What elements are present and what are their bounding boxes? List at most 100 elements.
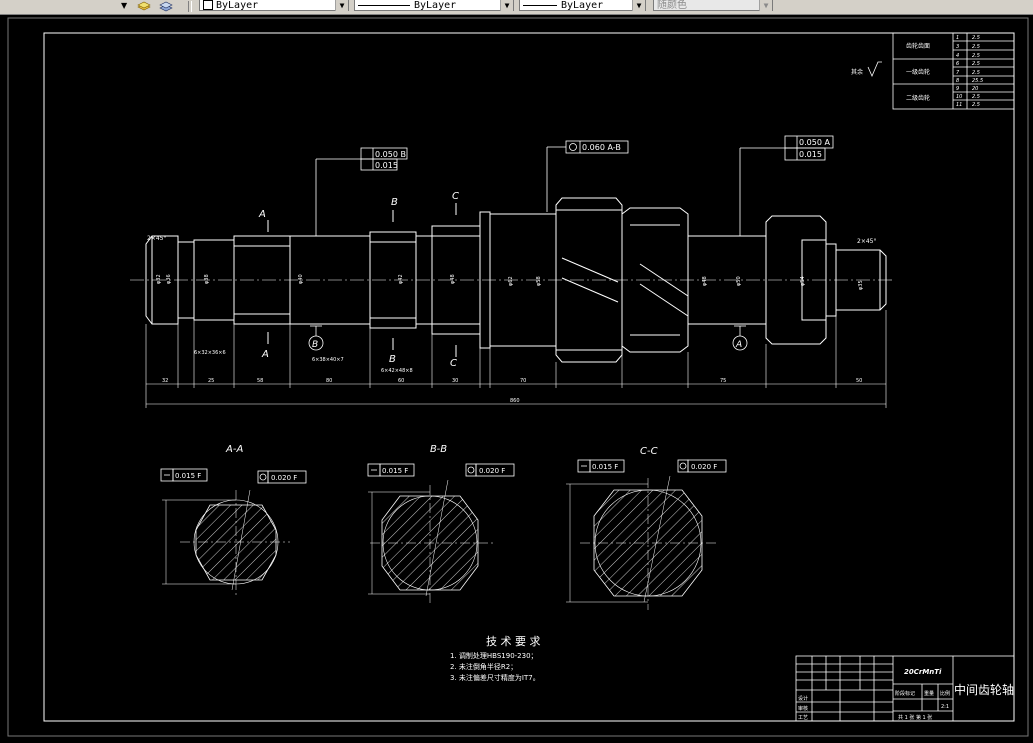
section-label-b-top: B	[391, 197, 398, 208]
svg-text:32: 32	[162, 378, 168, 384]
title-part-name: 中间齿轮轴	[954, 682, 1014, 697]
svg-text:80: 80	[326, 378, 332, 384]
total-length: 860	[510, 398, 520, 404]
svg-text:φ32: φ32	[156, 274, 162, 284]
svg-text:φ48: φ48	[450, 274, 456, 284]
svg-text:2.5: 2.5	[972, 70, 980, 76]
layers-icon[interactable]	[137, 0, 151, 12]
svg-text:φ40: φ40	[298, 274, 304, 284]
roughness-row3: 二级齿轮	[906, 94, 930, 102]
datum-symbol-right	[732, 325, 748, 351]
datum-left-label: B	[312, 340, 318, 350]
section-aa-title: A-A	[225, 444, 243, 455]
svg-text:2.5: 2.5	[972, 44, 980, 50]
color-combo[interactable]: ByLayer ▼	[199, 0, 349, 11]
title-material: 20CrMnTi	[904, 668, 942, 676]
title-check: 审核	[798, 705, 808, 712]
svg-text:25.5: 25.5	[972, 78, 983, 84]
tolerance-right-runout: 0.050 A	[799, 138, 830, 147]
roughness-row1: 齿轮齿面	[906, 42, 930, 50]
title-scale-value: 2:1	[941, 704, 949, 710]
svg-text:φ36: φ36	[166, 274, 172, 284]
tolerance-right-cyl: 0.015	[799, 150, 822, 159]
section-cc-pos: 0.020 F	[691, 463, 717, 471]
section-aa-flat: 0.015 F	[175, 472, 201, 480]
datum-right-label: A	[735, 340, 742, 350]
datum-symbol-left	[308, 325, 324, 351]
dropdown-arrow-icon[interactable]: ▼	[121, 1, 128, 10]
layer-properties-icon[interactable]	[159, 0, 173, 12]
tolerance-frame-mid	[546, 140, 629, 212]
lineweight-combo[interactable]: ByLayer ▼	[519, 0, 646, 11]
properties-toolbar: ▼ ByLayer ▼ ByLayer ▼ ByLayer ▼ 随颜色 ▼	[0, 0, 1033, 15]
title-stage-label: 阶段标记	[895, 690, 915, 697]
roughness-symbol-icon	[867, 61, 882, 77]
plotstyle-combo-value: 随颜色	[657, 0, 687, 11]
section-bb-title: B-B	[430, 444, 447, 455]
svg-text:4: 4	[956, 53, 959, 59]
tolerance-left-runout: 0.050 B	[375, 150, 406, 159]
svg-text:φ54: φ54	[800, 276, 806, 286]
section-markers	[267, 203, 457, 357]
svg-text:2.5: 2.5	[972, 102, 980, 108]
title-block	[795, 655, 1015, 722]
svg-text:7: 7	[956, 70, 960, 76]
plotstyle-combo: 随颜色 ▼	[653, 0, 773, 11]
tech-line1: 1. 调制处理HBS190-230；	[450, 651, 538, 660]
linetype-combo[interactable]: ByLayer ▼	[354, 0, 514, 11]
svg-text:75: 75	[720, 378, 726, 384]
tolerance-left-cyl: 0.015	[375, 161, 398, 170]
svg-text:25: 25	[208, 378, 214, 384]
section-label-c-top: C	[452, 191, 459, 202]
svg-text:70: 70	[520, 378, 526, 384]
section-label-a-bottom: A	[261, 349, 269, 360]
spline-a-note: 6×32×36×6	[194, 350, 226, 356]
section-bb-pos: 0.020 F	[479, 467, 505, 475]
svg-text:φ48: φ48	[702, 276, 708, 286]
lineweight-preview	[523, 4, 557, 6]
svg-text:60: 60	[398, 378, 404, 384]
chevron-down-icon[interactable]: ▼	[632, 0, 645, 11]
title-scale-label: 比例	[940, 690, 950, 697]
tech-line2: 2. 未注倒角半径R2；	[450, 662, 517, 671]
tolerance-frame-left	[315, 147, 408, 236]
svg-text:3: 3	[956, 44, 959, 50]
svg-text:50: 50	[856, 378, 862, 384]
svg-text:58: 58	[257, 378, 263, 384]
svg-text:φ58: φ58	[536, 276, 542, 286]
tech-line3: 3. 未注偏差尺寸精度为IT7。	[450, 673, 540, 682]
linetype-preview	[358, 4, 410, 6]
shaft-main-view	[130, 197, 892, 363]
svg-text:2.5: 2.5	[972, 35, 980, 41]
title-design: 设计	[798, 695, 808, 702]
section-cc-flat: 0.015 F	[592, 463, 618, 471]
drawing-frame-outer	[7, 17, 1029, 737]
section-bb-drawing	[367, 463, 515, 604]
linetype-combo-value: ByLayer	[414, 0, 457, 11]
section-aa-drawing	[160, 468, 307, 596]
svg-text:11: 11	[956, 102, 962, 108]
svg-text:20: 20	[972, 86, 978, 92]
drawing-frame	[43, 32, 1015, 722]
chevron-down-icon[interactable]: ▼	[335, 0, 348, 11]
svg-text:2.5: 2.5	[972, 53, 980, 59]
svg-text:1: 1	[956, 35, 959, 41]
title-sheet: 共 1 张 第 1 张	[898, 714, 932, 721]
tolerance-mid-pos: 0.060 A-B	[582, 143, 621, 152]
chevron-down-icon: ▼	[759, 0, 772, 11]
lineweight-combo-value: ByLayer	[561, 0, 604, 11]
svg-text:8: 8	[956, 78, 959, 84]
chamfer-right: 2×45°	[857, 238, 876, 245]
chevron-down-icon[interactable]: ▼	[500, 0, 513, 11]
svg-text:2.5: 2.5	[972, 61, 980, 67]
title-craft: 工艺	[798, 715, 808, 721]
svg-text:φ38: φ38	[204, 274, 210, 284]
section-aa-pos: 0.020 F	[271, 474, 297, 482]
spline-b1-note: 6×38×40×7	[312, 357, 344, 363]
svg-text:φ35: φ35	[858, 280, 864, 290]
section-label-b-bottom: B	[389, 354, 396, 365]
diameter-labels: φ32 φ36 φ38 φ40 φ42 φ48 φ62 φ58 φ48 φ50 …	[156, 274, 864, 290]
svg-text:φ50: φ50	[736, 276, 742, 286]
